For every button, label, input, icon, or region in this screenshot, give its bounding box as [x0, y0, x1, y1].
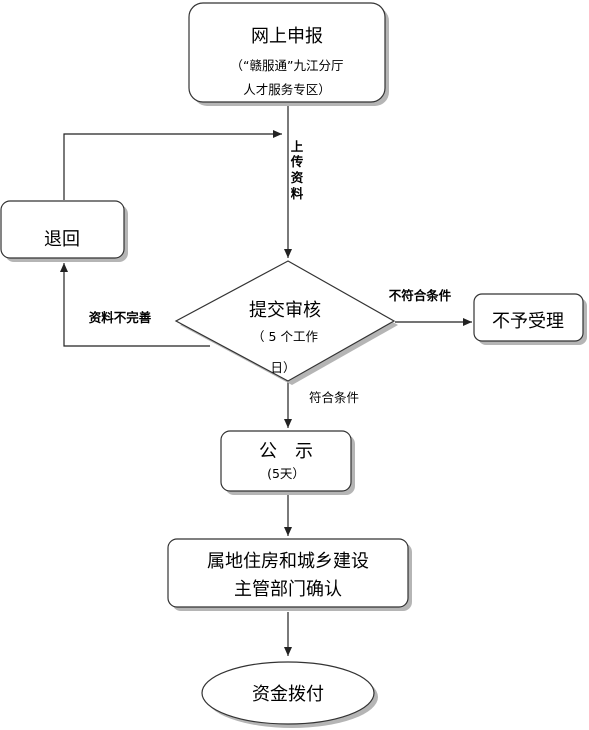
node-review: 提交审核 （ 5 个工作 日） [174, 260, 398, 385]
edge-label-upload-char-1: 上 [291, 139, 304, 154]
edge-label-upload: 上 传 资 料 [290, 139, 304, 201]
node-publicity-title: 公 示 [259, 441, 313, 462]
node-online-apply-sub1: （“赣服通”九江分厅 [231, 58, 344, 73]
edge-label-qualified: 符合条件 [309, 390, 359, 405]
node-confirm-line2: 主管部门确认 [234, 579, 342, 600]
node-online-apply-title: 网上申报 [251, 26, 323, 47]
node-publicity-sub: (5天） [267, 466, 305, 481]
node-funding-title: 资金拨付 [252, 684, 324, 705]
node-confirm-line1: 属地住房和城乡建设 [207, 551, 369, 572]
node-reject-title: 不予受理 [492, 311, 564, 332]
node-review-sub2: 日） [270, 360, 295, 375]
node-reject: 不予受理 [473, 293, 587, 345]
node-funding: 资金拨付 [201, 661, 378, 728]
node-confirm: 属地住房和城乡建设 主管部门确认 [167, 538, 412, 611]
node-review-sub1: （ 5 个工作 [252, 329, 318, 344]
arrow-review-to-return [60, 263, 210, 347]
edge-label-upload-char-3: 资 [291, 170, 304, 185]
node-online-apply: 网上申报 （“赣服通”九江分厅 人才服务专区） [188, 2, 389, 106]
edge-label-upload-char-4: 料 [291, 186, 304, 201]
node-online-apply-sub2: 人才服务专区） [243, 82, 331, 97]
node-review-title: 提交审核 [249, 300, 321, 321]
edge-label-upload-char-2: 传 [290, 154, 304, 169]
node-return-title: 退回 [44, 229, 80, 250]
node-publicity: 公 示 (5天） [220, 430, 355, 495]
arrow-return-to-apply [63, 130, 282, 200]
node-return: 退回 [0, 200, 128, 262]
edge-label-incomplete: 资料不完善 [89, 310, 152, 325]
edge-label-not-qualified: 不符合条件 [389, 288, 452, 303]
